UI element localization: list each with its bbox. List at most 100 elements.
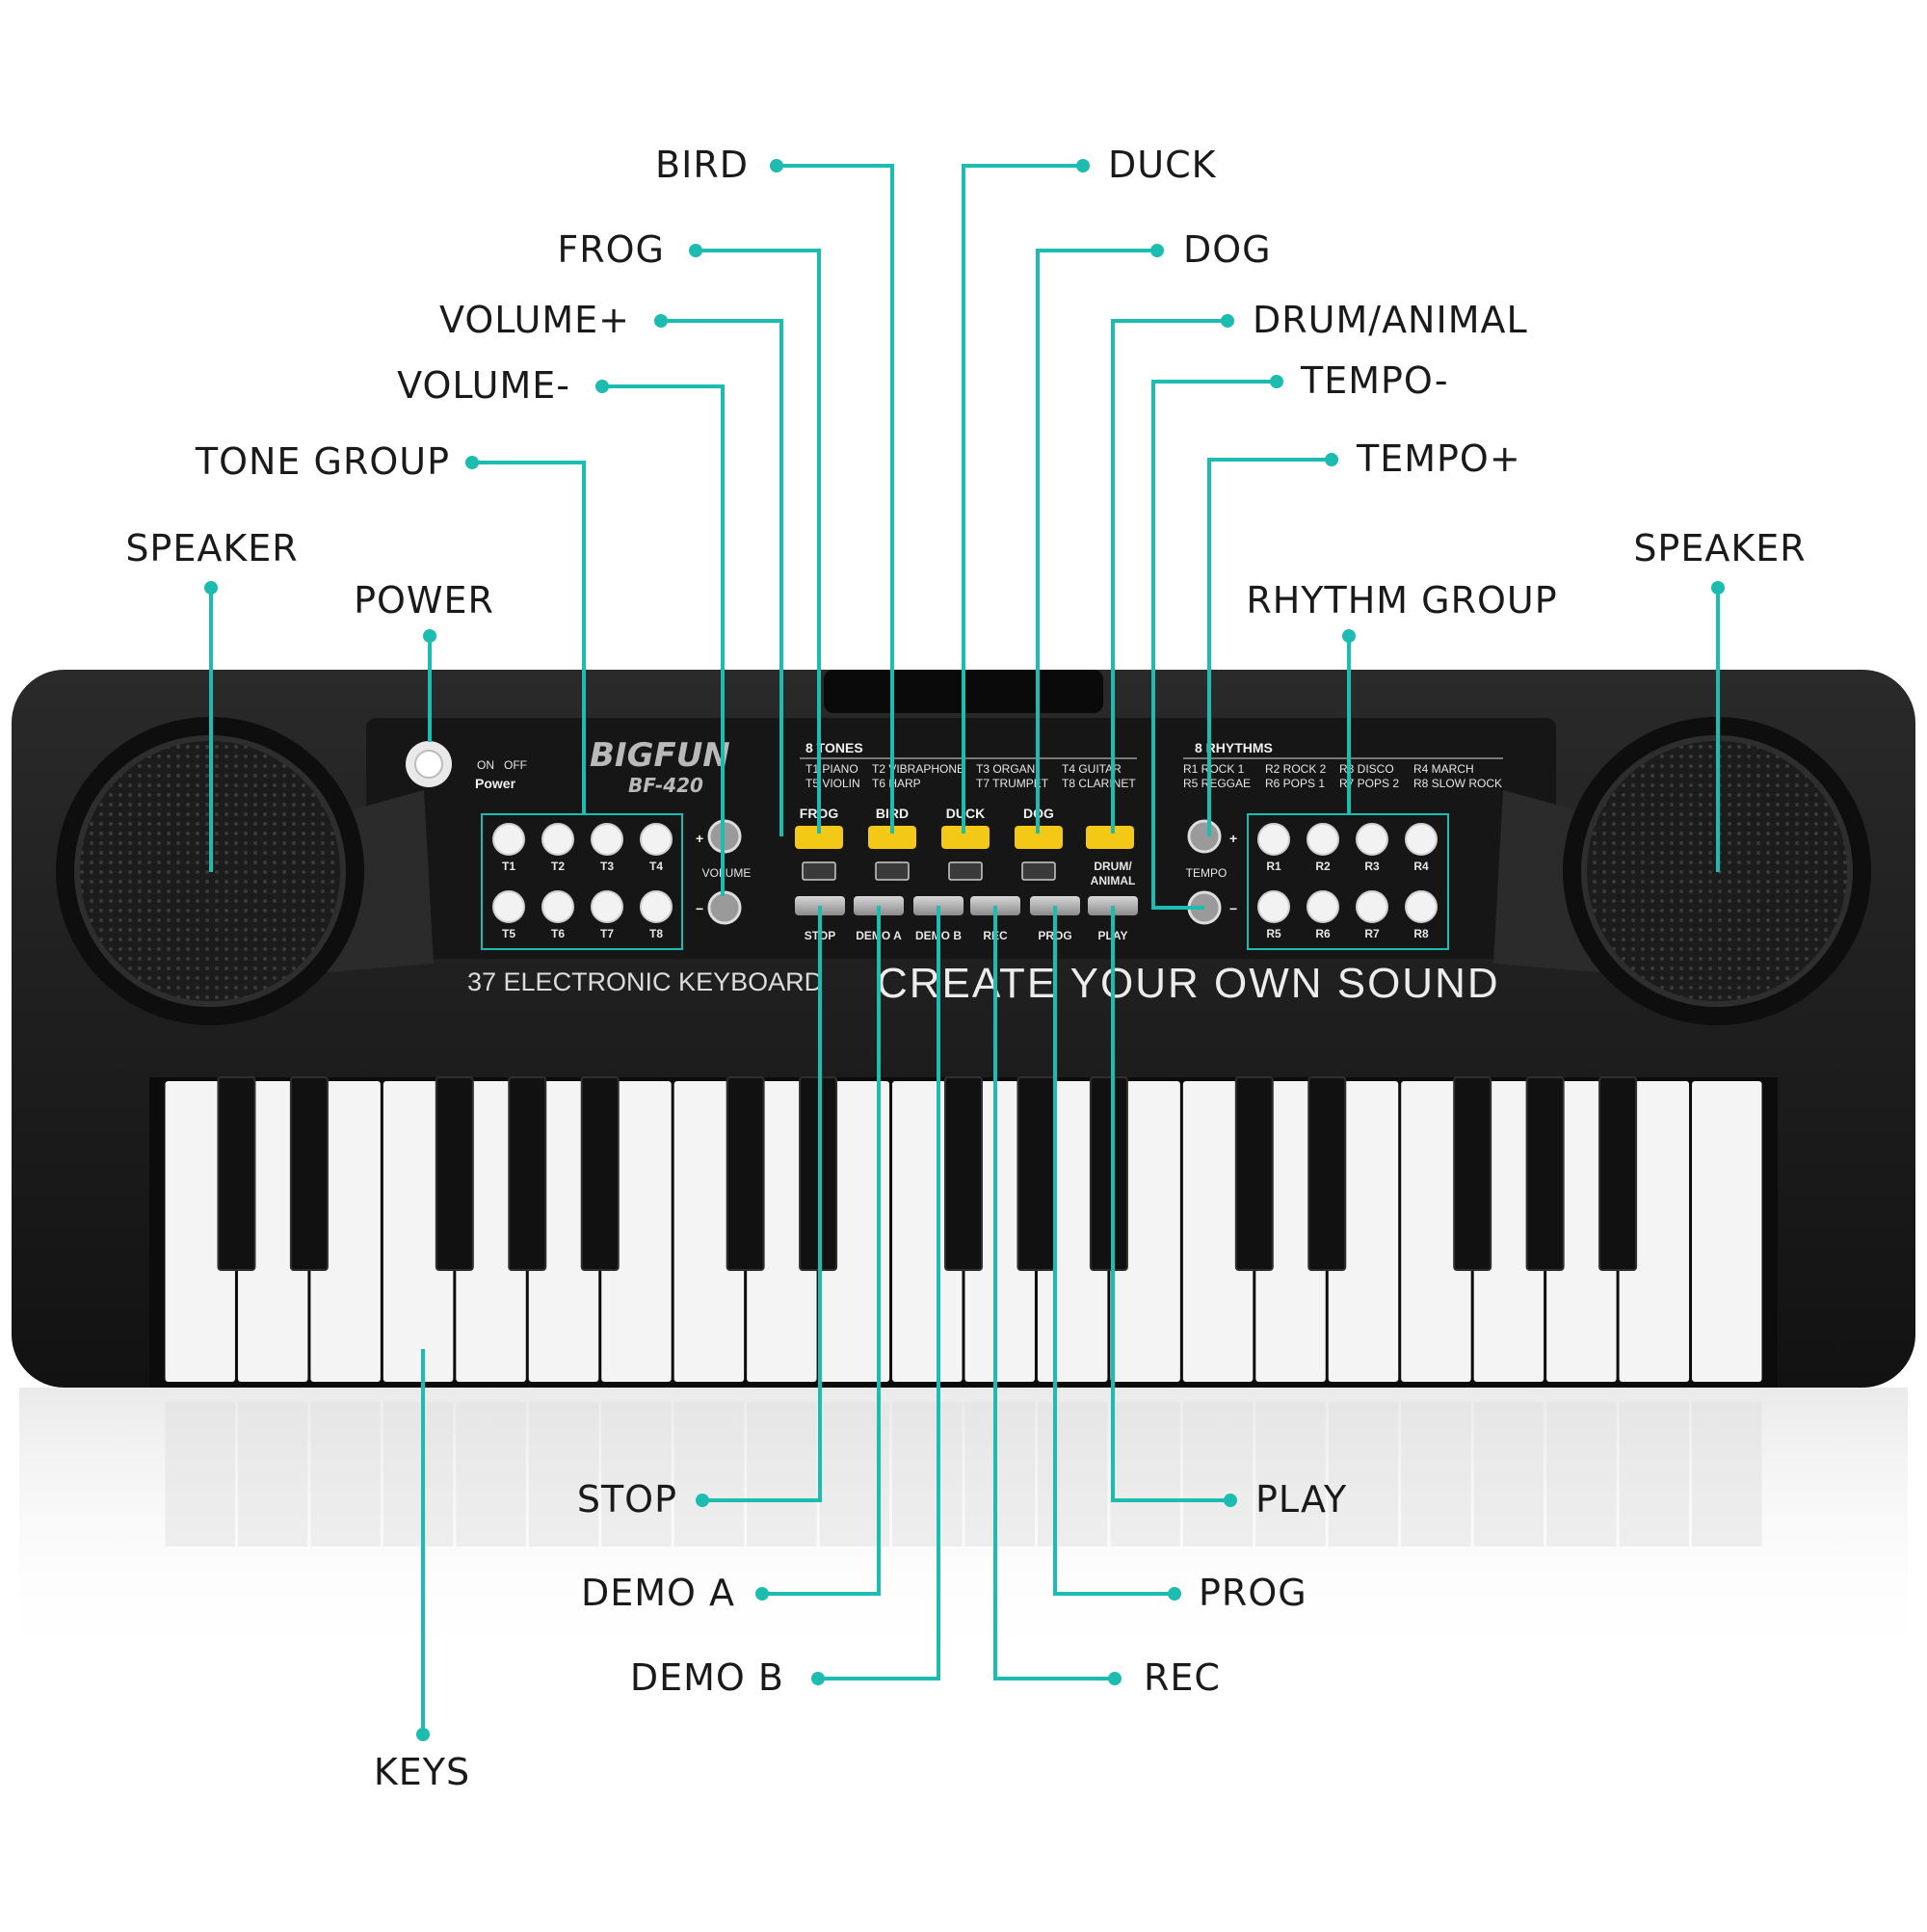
- tone-button-label: T6: [551, 927, 565, 940]
- black-key[interactable]: [1089, 1076, 1128, 1271]
- rhythm-button-r8[interactable]: [1405, 890, 1438, 923]
- tone-button-t7[interactable]: [591, 890, 623, 923]
- tone-button-t4[interactable]: [640, 823, 673, 856]
- rhythm-button-label: R5: [1266, 927, 1281, 940]
- tone-button-t3[interactable]: [591, 823, 623, 856]
- leader-tone-group-dot: [465, 456, 479, 469]
- rhythm-button-label: R6: [1315, 927, 1331, 940]
- black-key[interactable]: [1234, 1076, 1274, 1271]
- white-key-reflection: [1182, 1402, 1254, 1547]
- tone-button-label: T4: [649, 860, 663, 873]
- rhythm-button-r4[interactable]: [1405, 823, 1438, 856]
- black-key[interactable]: [508, 1076, 547, 1271]
- rhythm-button-r1[interactable]: [1257, 823, 1290, 856]
- leader-stop-dot: [696, 1494, 709, 1507]
- rhythm-button-label: R7: [1364, 927, 1380, 940]
- leader-stop: [702, 906, 822, 1502]
- rhythm-name-3: R3 DISCO: [1339, 762, 1394, 776]
- tone-button-label: T3: [600, 860, 614, 873]
- power-label: Power: [475, 776, 516, 791]
- leader-prog-dot: [1168, 1587, 1181, 1601]
- leader-play: [1111, 906, 1230, 1502]
- black-key[interactable]: [435, 1076, 474, 1271]
- callout-tempo-plus: TEMPO+: [1356, 437, 1521, 480]
- leader-demo-b-dot: [811, 1672, 825, 1685]
- callout-duck: DUCK: [1108, 144, 1217, 186]
- tempo-plus-button[interactable]: [1187, 819, 1222, 854]
- speaker-left: [56, 717, 434, 1025]
- white-key-reflection: [383, 1402, 454, 1547]
- leader-dog: [1036, 249, 1157, 834]
- power-switch[interactable]: [406, 741, 452, 787]
- white-key[interactable]: [1692, 1081, 1762, 1382]
- tone-name-3: T3 ORGAN: [976, 762, 1035, 776]
- rhythm-button-label: R1: [1266, 860, 1281, 873]
- leader-volume-plus-dot: [654, 314, 668, 328]
- animal-button-duck[interactable]: [941, 826, 990, 849]
- white-key-reflection: [1328, 1402, 1399, 1547]
- leader-frog: [696, 249, 821, 834]
- black-key[interactable]: [1598, 1076, 1638, 1271]
- black-key[interactable]: [726, 1076, 765, 1271]
- callout-demo-a: DEMO A: [581, 1572, 735, 1614]
- white-key-reflection: [1692, 1402, 1762, 1547]
- tone-name-6: T6 HARP: [872, 777, 921, 790]
- rhythm-button-label: R4: [1413, 860, 1429, 873]
- callout-play: PLAY: [1255, 1478, 1347, 1521]
- black-key[interactable]: [1453, 1076, 1492, 1271]
- animal-button-dog[interactable]: [1015, 826, 1063, 849]
- black-keys: [217, 1076, 1638, 1271]
- leader-rec-dot: [1108, 1672, 1122, 1685]
- leader-duck-dot: [1076, 159, 1090, 172]
- tone-name-2: T2 VIBRAPHONE: [872, 762, 964, 776]
- leader-volume-minus: [602, 384, 725, 896]
- leader-duck: [962, 164, 1083, 834]
- callout-frog: FROG: [557, 228, 665, 271]
- rhythm-button-r3[interactable]: [1356, 823, 1388, 856]
- leader-tempo-plus: [1207, 458, 1332, 836]
- tone-button-t5[interactable]: [492, 890, 525, 923]
- black-key[interactable]: [289, 1076, 329, 1271]
- model-text: 37 ELECTRONIC KEYBOARD: [467, 967, 823, 996]
- tone-button-t8[interactable]: [640, 890, 673, 923]
- rhythm-button-label: R8: [1413, 927, 1429, 940]
- callout-tone-group: TONE GROUP: [195, 440, 450, 483]
- rhythm-button-r2[interactable]: [1307, 823, 1339, 856]
- rhythm-name-2: R2 ROCK 2: [1265, 762, 1327, 776]
- animal-button-bird[interactable]: [868, 826, 916, 849]
- black-key[interactable]: [217, 1076, 256, 1271]
- callout-dog: DOG: [1183, 228, 1272, 271]
- rhythm-button-r5[interactable]: [1257, 890, 1290, 923]
- tone-button-t1[interactable]: [492, 823, 525, 856]
- drum-animal-button[interactable]: [1086, 826, 1134, 849]
- volume-minus-button[interactable]: [707, 890, 742, 925]
- white-key-reflection: [673, 1402, 745, 1547]
- tone-button-label: T2: [551, 860, 565, 873]
- rhythm-button-r6[interactable]: [1307, 890, 1339, 923]
- tone-name-8: T8 CLARINET: [1062, 777, 1136, 790]
- black-key[interactable]: [944, 1076, 983, 1271]
- tone-button-t6[interactable]: [541, 890, 574, 923]
- volume-minus-sign: −: [696, 901, 703, 916]
- black-key[interactable]: [1016, 1076, 1056, 1271]
- black-key[interactable]: [1525, 1076, 1565, 1271]
- black-key[interactable]: [1307, 1076, 1347, 1271]
- rhythm-button-r7[interactable]: [1356, 890, 1388, 923]
- leader-dog-dot: [1150, 244, 1164, 257]
- rhythm-button-label: R3: [1364, 860, 1380, 873]
- leader-tempo-minus: [1151, 380, 1277, 910]
- tone-button-t2[interactable]: [541, 823, 574, 856]
- animal-icon-frog: [802, 861, 836, 881]
- tone-button-label: T5: [502, 927, 515, 940]
- callout-labels: BIRD FROG VOLUME+ VOLUME- TONE GROUP SPE…: [125, 144, 1805, 1793]
- callout-rhythm-group: RHYTHM GROUP: [1246, 579, 1557, 622]
- callout-rec: REC: [1144, 1656, 1221, 1699]
- leader-prog: [1053, 906, 1175, 1596]
- black-key[interactable]: [580, 1076, 620, 1271]
- leader-demo-b: [818, 906, 940, 1681]
- animal-button-frog[interactable]: [795, 826, 843, 849]
